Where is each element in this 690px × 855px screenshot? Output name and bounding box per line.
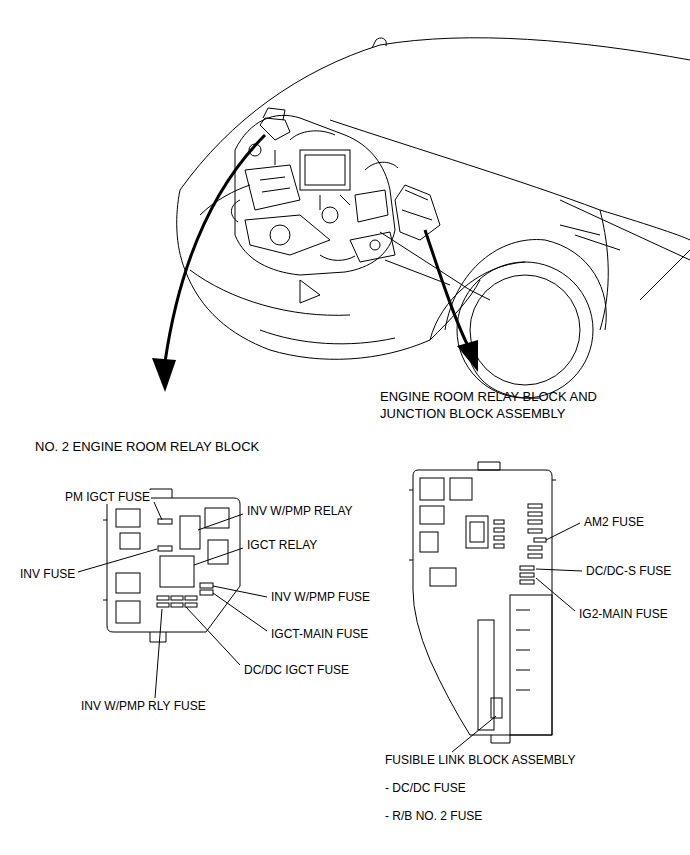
fuse-label: - R/B NO. 2 FUSE [384,809,483,823]
block-title: NO. 2 ENGINE ROOM RELAY BLOCK [35,438,287,455]
fuse-label: DC/DC IGCT FUSE [243,663,350,677]
fuse-label: IGCT-MAIN FUSE [270,627,369,641]
fuse-label: PM IGCT FUSE [64,490,151,504]
fuse-label: INV W/PMP FUSE [270,590,371,604]
block-title: ENGINE ROOM RELAY BLOCK AND JUNCTION BLO… [380,388,616,422]
fuse-label: - DC/DC FUSE [384,781,467,795]
fuse-label: IG2-MAIN FUSE [578,607,669,621]
fuse-label: INV W/PMP RLY FUSE [80,699,207,713]
fuse-label: FUSIBLE LINK BLOCK ASSEMBLY [384,753,577,767]
fuse-label: IGCT RELAY [246,538,318,552]
fuse-label: INV W/PMP RELAY [246,504,354,518]
fuse-label: AM2 FUSE [583,515,645,529]
fuse-label: INV FUSE [19,567,76,581]
fuse-label: DC/DC-S FUSE [585,564,672,578]
